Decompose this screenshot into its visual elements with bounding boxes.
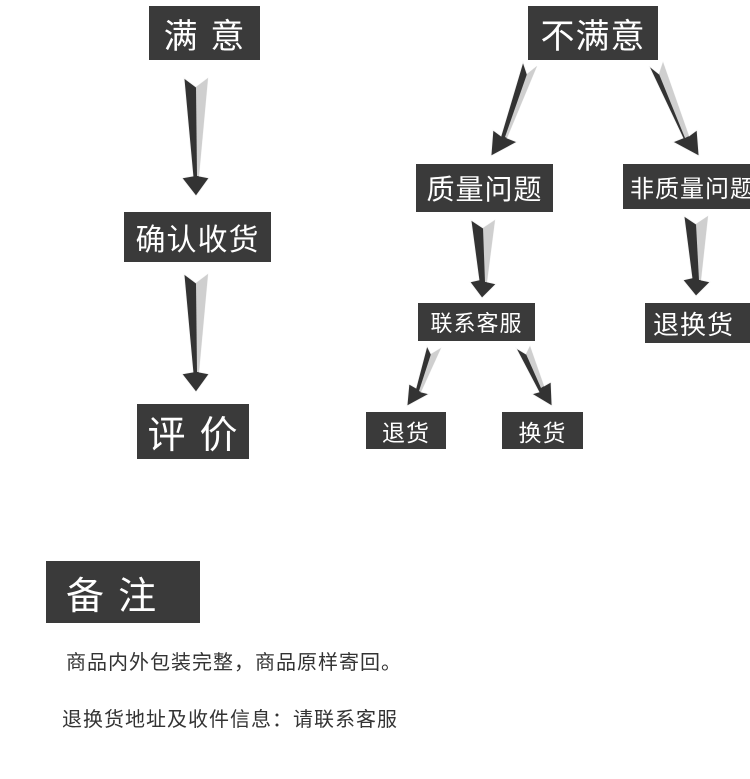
node-satisfied: 满 意 — [149, 6, 260, 60]
node-non-quality-issue-label: 非质量问题 — [630, 175, 750, 203]
arrow-non-quality-to-return-exchange — [682, 215, 711, 297]
node-quality-issue-label: 质量问题 — [426, 173, 543, 206]
arrow-satisfied-to-confirm — [181, 77, 210, 197]
node-confirm-receipt: 确认收货 — [124, 212, 271, 262]
arrow-contact-to-return — [406, 344, 442, 407]
node-unsatisfied: 不满意 — [528, 6, 658, 60]
node-review: 评 价 — [137, 404, 249, 459]
node-quality-issue: 质量问题 — [416, 164, 553, 212]
node-non-quality-issue: 非质量问题 — [623, 164, 750, 209]
node-return-exchange: 退换货 — [645, 303, 750, 343]
node-satisfied-label: 满 意 — [163, 16, 246, 57]
node-return-label: 退货 — [382, 420, 430, 447]
node-confirm-receipt-label: 确认收货 — [135, 223, 260, 258]
remarks-title-label: 备 注 — [66, 573, 158, 618]
node-return: 退货 — [366, 412, 446, 449]
node-contact-service: 联系客服 — [418, 303, 535, 341]
node-exchange-label: 换货 — [518, 420, 567, 447]
node-exchange: 换货 — [502, 412, 583, 449]
node-review-label: 评 价 — [147, 413, 239, 457]
remarks-line-address: 退换货地址及收件信息：请联系客服 — [62, 707, 398, 731]
node-contact-service-label: 联系客服 — [430, 312, 523, 337]
remarks-title: 备 注 — [46, 561, 200, 623]
arrow-confirm-to-review — [181, 273, 210, 393]
arrow-unsatisfied-to-non-quality — [648, 60, 700, 157]
node-unsatisfied-label: 不满意 — [540, 16, 646, 57]
arrow-quality-to-contact — [469, 219, 497, 299]
arrow-unsatisfied-to-quality — [490, 60, 538, 157]
remarks-line-packaging: 商品内外包装完整，商品原样寄回。 — [66, 650, 402, 674]
node-return-exchange-label: 退换货 — [653, 310, 735, 341]
arrow-contact-to-exchange — [514, 344, 553, 407]
